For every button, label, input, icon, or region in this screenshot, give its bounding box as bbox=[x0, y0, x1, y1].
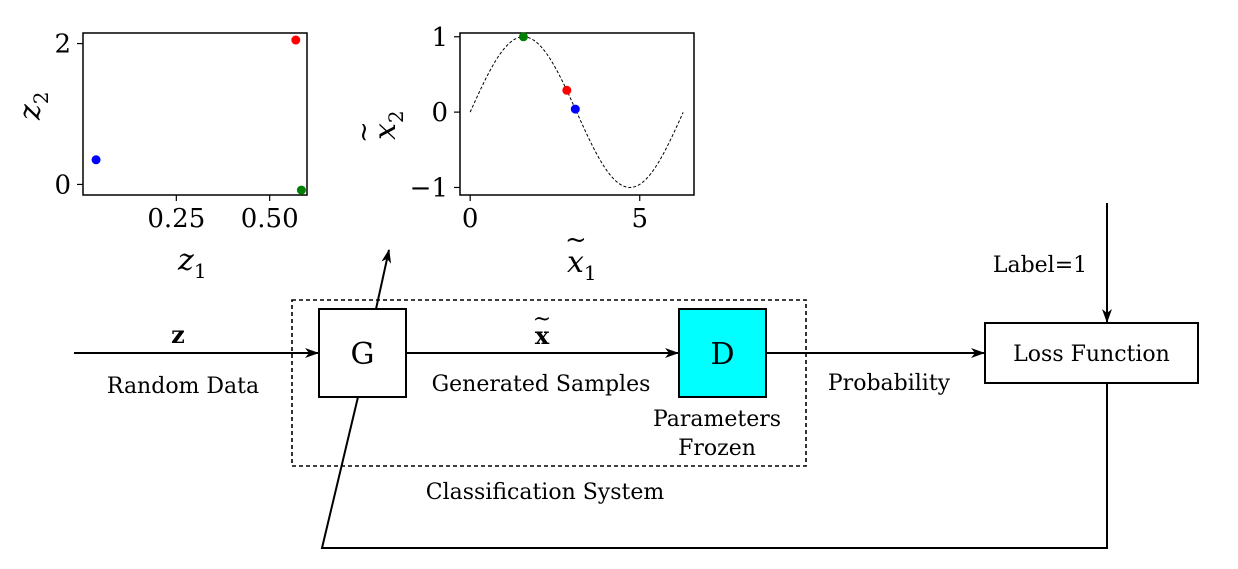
y-axis-label-subscript: 2 bbox=[29, 91, 53, 104]
classification-system-label: Classification System bbox=[426, 480, 665, 505]
data-point bbox=[570, 104, 580, 114]
x-axis-label: z1 bbox=[177, 243, 207, 283]
label-text: Label=1 bbox=[993, 253, 1087, 278]
y-tick-label: 1 bbox=[431, 23, 448, 53]
plot-frame bbox=[82, 32, 308, 196]
x-tick-label: 0.25 bbox=[147, 204, 205, 234]
x-symbol: x bbox=[535, 321, 550, 350]
generated-samples-label: Generated Samples bbox=[432, 372, 651, 397]
x-axis-label: x1 bbox=[567, 245, 597, 285]
data-point bbox=[91, 155, 101, 165]
data-point bbox=[562, 85, 572, 95]
output-to-plot-arrow bbox=[375, 249, 392, 310]
y-axis-label-subscript: 2 bbox=[384, 110, 408, 123]
x-tick-label: 0 bbox=[462, 204, 479, 234]
z-symbol: z bbox=[171, 320, 185, 349]
data-points bbox=[91, 35, 306, 195]
y-tick-label: 2 bbox=[54, 30, 71, 60]
x-axis-label-base: z bbox=[177, 243, 194, 278]
data-point bbox=[518, 32, 528, 42]
x-tick-label: 5 bbox=[631, 204, 648, 234]
x-axis-label-subscript: 1 bbox=[584, 261, 597, 285]
x-axis-label-subscript: 1 bbox=[194, 259, 207, 283]
y-axis-label-base: z bbox=[13, 104, 48, 121]
discriminator-block bbox=[678, 308, 767, 398]
feedback-path bbox=[320, 383, 1108, 549]
frozen-label: Frozen bbox=[678, 436, 756, 461]
y-axis-label: x2 bbox=[368, 110, 408, 140]
data-points bbox=[518, 32, 580, 114]
x-symbol-accent: ~ bbox=[533, 307, 551, 332]
random-data-label: Random Data bbox=[107, 374, 259, 399]
generator-label: G bbox=[351, 337, 375, 372]
data-point bbox=[296, 185, 306, 195]
loss-function-label: Loss Function bbox=[1013, 342, 1170, 367]
y-axis-label-base: x bbox=[368, 123, 403, 140]
parameters-label: Parameters bbox=[653, 407, 781, 432]
y-tick-label: 0 bbox=[54, 170, 71, 200]
axis-ticks: 0.25 0.50 0 2 bbox=[54, 30, 298, 234]
y-axis-label-accent: ~ bbox=[349, 121, 379, 143]
x-tick-label: 0.50 bbox=[241, 204, 299, 234]
data-point bbox=[291, 35, 301, 45]
y-axis-label: z2 bbox=[13, 91, 53, 121]
classification-system-boundary bbox=[291, 299, 807, 467]
plot-frame bbox=[459, 32, 695, 196]
probability-label: Probability bbox=[828, 371, 951, 396]
discriminator-label: D bbox=[710, 337, 734, 372]
x-axis-label-accent: ~ bbox=[565, 225, 587, 255]
y-tick-label: 0 bbox=[431, 98, 448, 128]
x-axis-label-base: x bbox=[567, 245, 584, 280]
y-tick-label: −1 bbox=[410, 173, 448, 203]
loss-function-block bbox=[984, 322, 1199, 384]
